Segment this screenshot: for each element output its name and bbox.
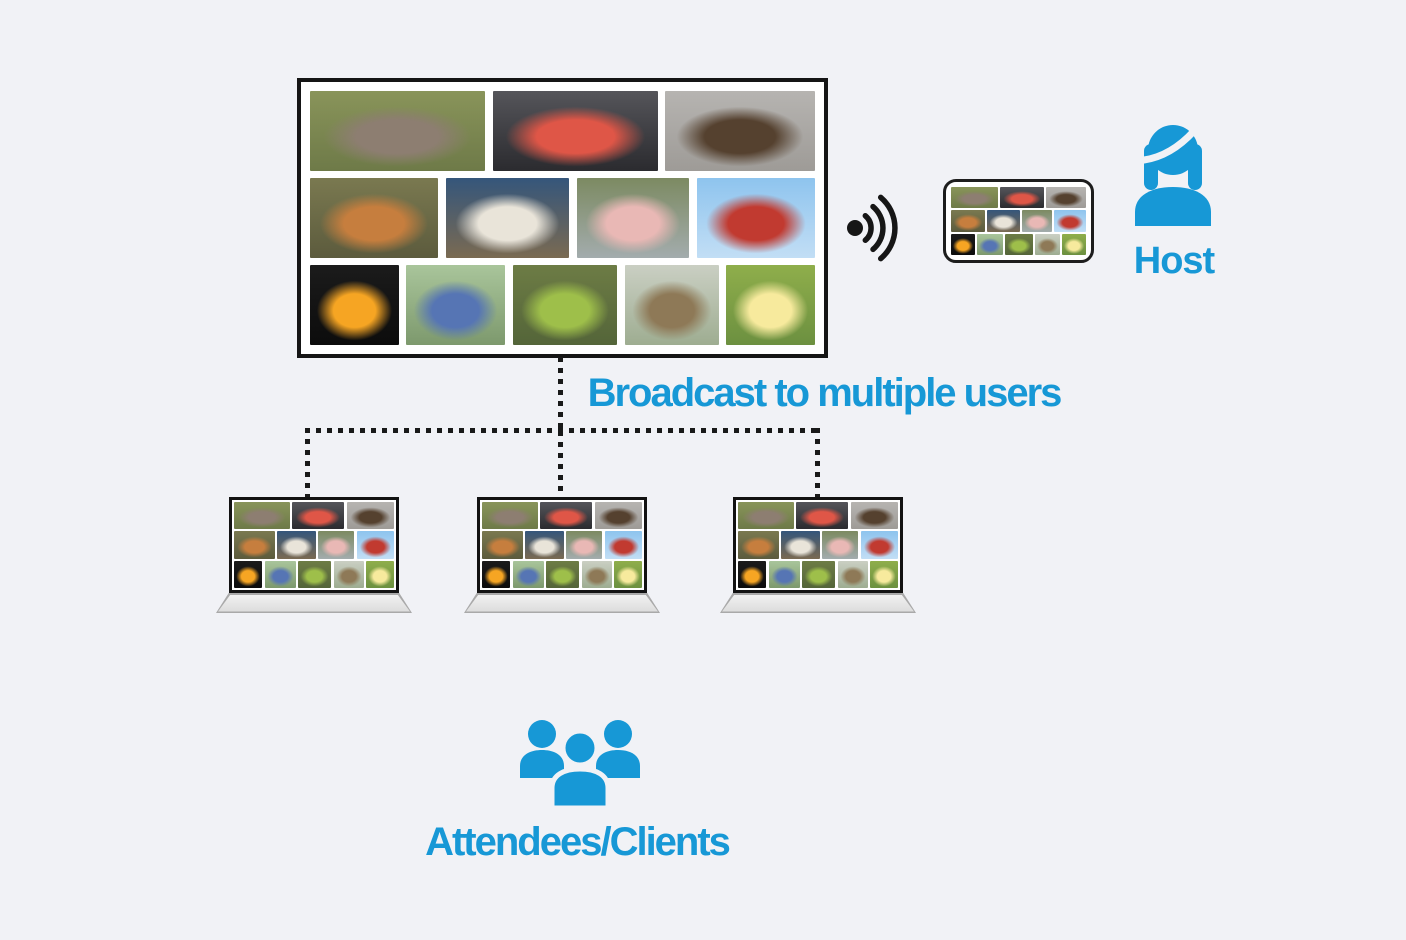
bee-eaters-photo: [546, 560, 580, 588]
goose-flight-photo: [594, 502, 642, 530]
flamingos-lake-photo: [576, 178, 690, 258]
lovebirds-photo: [234, 560, 263, 588]
host-device: [943, 179, 1094, 263]
laptop-base: [720, 593, 916, 613]
lovebirds-photo: [738, 560, 767, 588]
flamingos-lake-photo: [566, 531, 603, 559]
attendee-laptop-1: [216, 497, 412, 613]
laptop-base: [216, 593, 412, 613]
mandarin-duck-photo: [310, 178, 439, 258]
pelicans-photo: [987, 210, 1021, 232]
goose-flight-photo: [665, 91, 816, 171]
bird-photo-gallery-laptop-1: [234, 502, 394, 588]
goose-flight-photo: [346, 502, 394, 530]
flying-parrots-photo: [860, 531, 898, 559]
flamingos-lake-photo: [318, 531, 355, 559]
flamingo-heart-photo: [291, 502, 345, 530]
mandarin-duck-photo: [951, 210, 986, 232]
geese-flying-photo: [310, 91, 486, 171]
sparrows-photo: [1035, 233, 1061, 255]
budgies-photo: [406, 265, 506, 345]
bee-eaters-photo: [512, 265, 618, 345]
bee-eaters-photo: [802, 560, 836, 588]
flying-parrots-photo: [604, 531, 642, 559]
attendees-caption: Attendees/Clients: [425, 820, 731, 864]
flamingos-lake-photo: [1022, 210, 1053, 232]
connector-line-right-drop: [815, 428, 820, 498]
sparrows-photo: [581, 560, 612, 588]
budgies-photo: [512, 560, 544, 588]
connector-line-left-drop: [305, 428, 310, 498]
bird-photo-gallery-laptop-2: [482, 502, 642, 588]
laptop-base: [464, 593, 660, 613]
chicks-photo: [613, 560, 642, 588]
lovebirds-photo: [482, 560, 511, 588]
pelicans-photo: [277, 531, 317, 559]
bee-eaters-photo: [1005, 233, 1034, 255]
budgies-photo: [768, 560, 800, 588]
bird-photo-gallery-laptop-3: [738, 502, 898, 588]
sparrows-photo: [333, 560, 364, 588]
bird-photo-gallery-host-device: [951, 187, 1086, 255]
mandarin-duck-photo: [738, 531, 779, 559]
flamingo-heart-photo: [795, 502, 849, 530]
pelicans-photo: [525, 531, 565, 559]
budgies-photo: [264, 560, 296, 588]
attendees-group-icon: [520, 720, 640, 808]
mandarin-duck-photo: [234, 531, 275, 559]
presentation-screen: [297, 78, 828, 358]
broadcast-caption: Broadcast to multiple users: [587, 371, 1063, 415]
sparrows-photo: [837, 560, 868, 588]
connector-line-middle-drop: [558, 431, 563, 498]
geese-flying-photo: [482, 502, 538, 530]
geese-flying-photo: [234, 502, 290, 530]
bee-eaters-photo: [298, 560, 332, 588]
pelicans-photo: [445, 178, 569, 258]
goose-flight-photo: [1046, 187, 1086, 209]
sparrows-photo: [624, 265, 719, 345]
mandarin-duck-photo: [482, 531, 523, 559]
flying-parrots-photo: [356, 531, 394, 559]
connector-line-screen-down: [558, 357, 563, 431]
budgies-photo: [976, 233, 1004, 255]
host-caption: Host: [1133, 240, 1215, 282]
goose-flight-photo: [850, 502, 898, 530]
flying-parrots-photo: [696, 178, 815, 258]
geese-flying-photo: [738, 502, 794, 530]
chicks-photo: [726, 265, 815, 345]
pelicans-photo: [781, 531, 821, 559]
host-person-icon: [1135, 125, 1211, 226]
geese-flying-photo: [951, 187, 998, 209]
attendee-laptop-2: [464, 497, 660, 613]
wireless-signal-icon: [847, 194, 898, 262]
connector-line-horizontal: [305, 428, 820, 433]
flying-parrots-photo: [1054, 210, 1086, 232]
chicks-photo: [1062, 233, 1086, 255]
attendee-laptop-3: [720, 497, 916, 613]
flamingo-heart-photo: [492, 91, 658, 171]
laptop-screen: [733, 497, 903, 593]
laptop-screen: [229, 497, 399, 593]
chicks-photo: [869, 560, 898, 588]
flamingo-heart-photo: [999, 187, 1044, 209]
lovebirds-photo: [310, 265, 399, 345]
lovebirds-photo: [951, 233, 975, 255]
laptop-screen: [477, 497, 647, 593]
flamingo-heart-photo: [539, 502, 593, 530]
chicks-photo: [365, 560, 394, 588]
bird-photo-gallery-main: [310, 91, 816, 345]
flamingos-lake-photo: [822, 531, 859, 559]
